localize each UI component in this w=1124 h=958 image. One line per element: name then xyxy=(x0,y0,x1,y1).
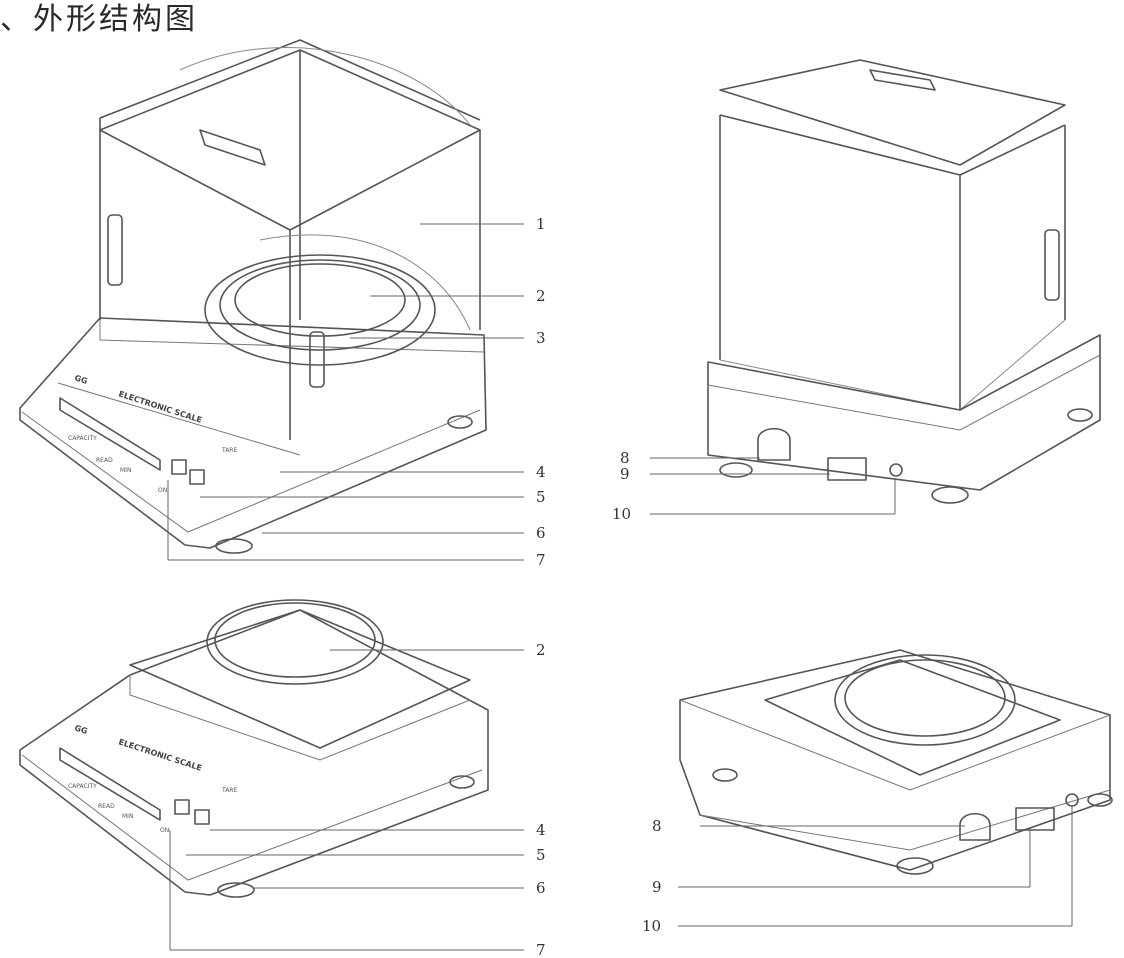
rear-base xyxy=(707,334,1101,491)
foot-right xyxy=(447,415,473,429)
base-edge xyxy=(21,409,481,533)
on-button[interactable] xyxy=(189,469,205,485)
base-body xyxy=(19,317,487,549)
callout-8-rear: 8 xyxy=(620,449,630,467)
side-door-handle[interactable] xyxy=(107,214,123,286)
tare-label: TARE xyxy=(221,447,237,454)
open-display-window xyxy=(59,747,161,821)
open-tare-label: TARE xyxy=(221,787,237,794)
pan-ring-outer xyxy=(204,254,436,366)
open-rear-pan-outer xyxy=(834,654,1016,746)
display-window xyxy=(59,397,161,471)
rear-foot-left xyxy=(719,462,753,478)
callout-1: 1 xyxy=(536,215,546,233)
open-rear-foot-center xyxy=(896,857,934,875)
open-on-label: ON xyxy=(160,827,169,834)
rs232-port xyxy=(827,457,867,481)
tare-button[interactable] xyxy=(171,459,187,475)
level-bubble xyxy=(757,427,791,461)
weighing-pan xyxy=(234,263,406,337)
callout-10-open-rear: 10 xyxy=(642,917,661,935)
open-level-bubble xyxy=(959,812,991,841)
callout-9-rear: 9 xyxy=(620,465,630,483)
callout-4: 4 xyxy=(536,463,546,481)
callout-6: 6 xyxy=(536,524,546,542)
open-rs232-port xyxy=(1015,807,1055,831)
min-label: MIN xyxy=(120,467,131,474)
callout-2: 2 xyxy=(536,287,546,305)
power-socket xyxy=(889,463,903,477)
top-door-handle[interactable] xyxy=(199,129,266,166)
logo: GG xyxy=(73,373,88,386)
windshield-top xyxy=(99,49,481,231)
callout-9-open-rear: 9 xyxy=(652,878,662,896)
front-door-handle[interactable] xyxy=(309,331,325,388)
brand-text: ELECTRONIC SCALE xyxy=(117,389,203,424)
rear-foot-right xyxy=(1067,408,1093,422)
callout-2-open: 2 xyxy=(536,641,546,659)
open-tare-button[interactable] xyxy=(174,799,190,815)
pan-ring xyxy=(219,259,421,351)
view-rear-without-windshield: 8 9 10 xyxy=(642,649,1113,935)
rear-top-handle[interactable] xyxy=(869,69,936,91)
capacity-label: CAPACITY xyxy=(68,435,97,442)
open-foot-right xyxy=(449,775,475,789)
rear-side-handle[interactable] xyxy=(1044,229,1060,301)
view-rear-with-windshield: 8 9 10 xyxy=(612,59,1101,523)
open-rear-base xyxy=(679,649,1111,871)
view-front-without-windshield: TARE ON CAPACITY READ MIN GG ELECTRONIC … xyxy=(19,599,546,958)
read-label: READ xyxy=(96,457,113,464)
open-rear-foot-right xyxy=(1087,793,1113,807)
open-brand-text: ELECTRONIC SCALE xyxy=(117,737,203,772)
callout-10-rear: 10 xyxy=(612,505,631,523)
callout-6-open: 6 xyxy=(536,879,546,897)
callout-5: 5 xyxy=(536,488,546,506)
open-on-button[interactable] xyxy=(194,809,210,825)
figure-title: 、外形结构图 xyxy=(0,2,198,37)
open-read-label: READ xyxy=(98,803,115,810)
open-rear-platform xyxy=(764,659,1061,776)
open-pan-outer xyxy=(206,599,384,685)
view-front-with-windshield: TARE ON CAPACITY READ MIN GG ELECTRONIC … xyxy=(19,39,546,569)
open-rear-foot-left xyxy=(712,768,738,782)
foot-front xyxy=(215,538,253,554)
rear-windshield-top xyxy=(719,59,1066,166)
callout-5-open: 5 xyxy=(536,846,546,864)
callout-8-open-rear: 8 xyxy=(652,817,662,835)
callout-7-open: 7 xyxy=(536,941,546,958)
open-min-label: MIN xyxy=(122,813,133,820)
callout-3: 3 xyxy=(536,329,546,347)
open-base-body xyxy=(19,609,489,896)
rear-foot-center xyxy=(931,486,969,504)
pan-platform xyxy=(129,609,471,749)
open-rear-pan xyxy=(844,659,1006,737)
open-foot-front xyxy=(217,882,255,898)
callout-4-open: 4 xyxy=(536,821,546,839)
callout-7: 7 xyxy=(536,551,546,569)
open-logo: GG xyxy=(73,723,88,736)
on-label: ON xyxy=(158,487,167,494)
open-capacity-label: CAPACITY xyxy=(68,783,97,790)
open-weighing-pan xyxy=(214,602,376,678)
